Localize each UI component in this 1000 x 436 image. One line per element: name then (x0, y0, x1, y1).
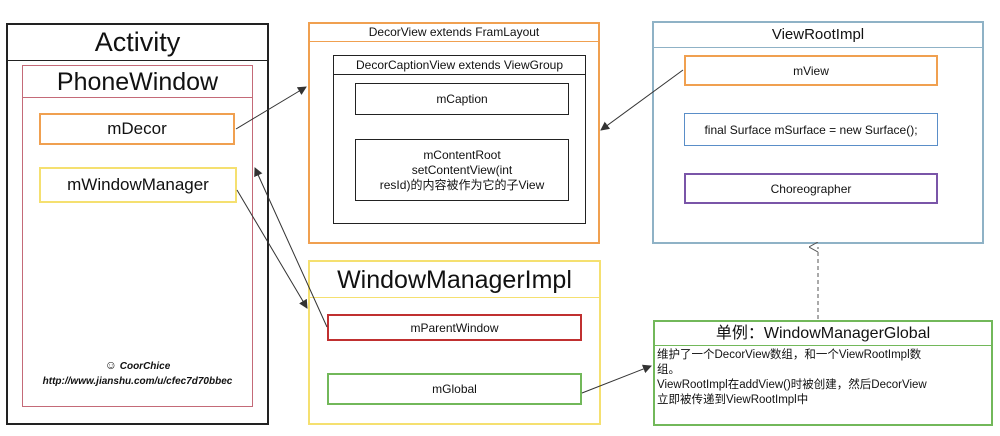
content-root-line-3: resId)的内容被作为它的子View (379, 177, 545, 192)
window-manager-global-box: 单例：WindowManagerGlobal 维护了一个DecorView数组，… (653, 320, 993, 426)
m-window-manager-field: mWindowManager (39, 167, 237, 203)
credit-url: http://www.jianshu.com/u/cfec7d70bbec (42, 376, 233, 387)
content-root-line-2: setContentView(int (411, 162, 513, 177)
arrow-mdecor-to-decorview (235, 86, 307, 130)
m-global-field: mGlobal (327, 373, 582, 405)
description-line-4: 立即被传递到ViewRootImpl中 (657, 394, 809, 406)
content-root-line-1: mContentRoot (423, 147, 501, 162)
decor-caption-view-title: DecorCaptionView extends ViewGroup (334, 56, 585, 75)
m-view-field: mView (684, 55, 938, 86)
arrow-mview-to-decorview (600, 69, 684, 131)
description-line-1: 维护了一个DecorView数组，和一个ViewRootImpl数 (657, 349, 922, 361)
arrow-mparentwindow-to-phonewindow (254, 167, 328, 328)
window-manager-global-description: 维护了一个DecorView数组，和一个ViewRootImpl数 组。 Vie… (657, 348, 987, 408)
decor-view-title: DecorView extends FramLayout (310, 24, 598, 42)
window-manager-global-title: 单例：WindowManagerGlobal (655, 322, 991, 346)
m-caption-field: mCaption (355, 83, 569, 115)
phone-window-title: PhoneWindow (23, 66, 252, 98)
window-manager-impl-title: WindowManagerImpl (310, 262, 599, 298)
m-decor-field: mDecor (39, 113, 235, 145)
view-root-impl-title: ViewRootImpl (654, 23, 982, 48)
arrow-mglobal-to-windowmanagerglobal (581, 364, 652, 394)
m-content-root-field: mContentRoot setContentView(int resId)的内… (355, 139, 569, 201)
credit-name: CoorChice (119, 361, 171, 372)
description-line-2: 组。 (657, 364, 680, 376)
activity-title: Activity (8, 25, 267, 61)
choreographer-field: Choreographer (684, 173, 938, 204)
person-icon: ☺ (104, 358, 117, 372)
m-surface-field: final Surface mSurface = new Surface(); (684, 113, 938, 146)
arrow-mwindowmanager-to-windowmanagerimpl (236, 189, 308, 309)
m-parent-window-field: mParentWindow (327, 314, 582, 341)
description-line-3: ViewRootImpl在addView()时被创建，然后DecorView (657, 379, 927, 391)
credit-block: ☺ CoorChice http://www.jianshu.com/u/cfe… (30, 358, 245, 394)
